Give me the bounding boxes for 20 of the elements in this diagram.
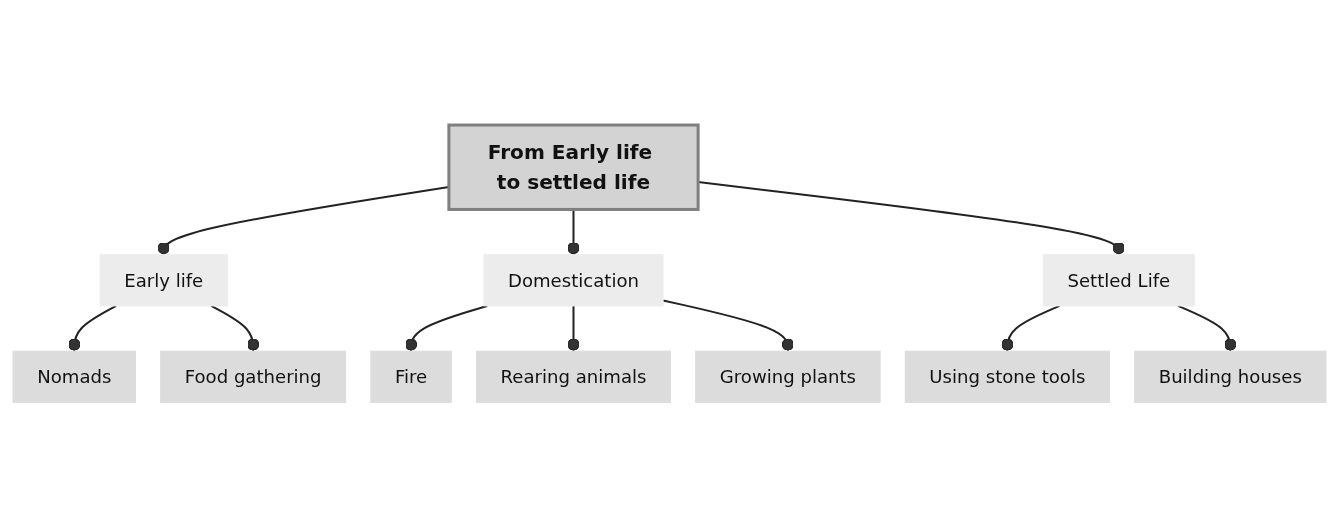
node-box bbox=[1042, 253, 1195, 307]
connector bbox=[68, 304, 117, 351]
node-box bbox=[483, 253, 664, 307]
node-box bbox=[370, 350, 452, 403]
diagram: From Early life to settled life Early life Nomads Food gathering Domestication Fire Rearing animals Growing plants Settled Life Using stone tools Building houses bbox=[5, 116, 1334, 411]
node-box bbox=[904, 350, 1110, 403]
connector bbox=[567, 209, 580, 255]
node-box bbox=[1134, 350, 1327, 403]
node-box bbox=[99, 253, 228, 307]
connector bbox=[404, 304, 488, 351]
connector bbox=[210, 304, 260, 351]
node-box bbox=[695, 350, 881, 403]
node-box bbox=[475, 350, 672, 403]
connector bbox=[567, 305, 580, 351]
node-box bbox=[160, 350, 347, 403]
connector bbox=[1001, 304, 1060, 351]
connector bbox=[1177, 304, 1237, 351]
connector bbox=[662, 299, 794, 351]
node-box bbox=[447, 123, 700, 211]
node-box bbox=[12, 350, 136, 403]
